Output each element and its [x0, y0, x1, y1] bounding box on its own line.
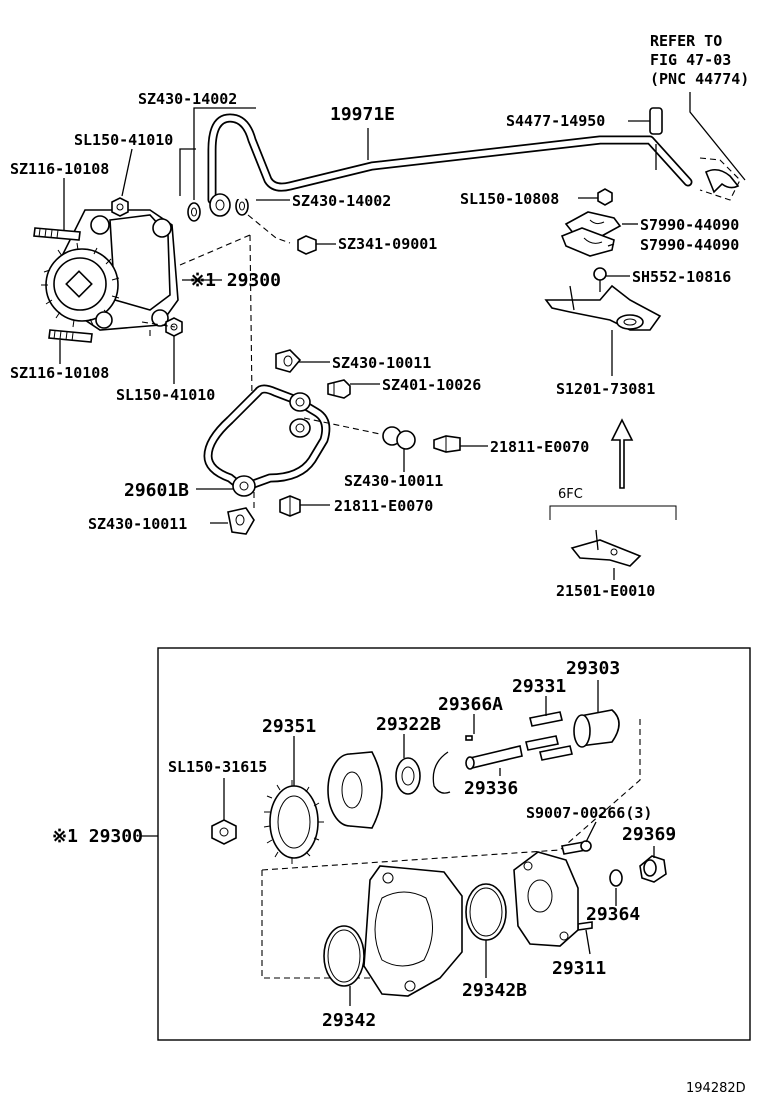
- label-29351: 29351: [262, 716, 316, 737]
- label-29342b: 29342B: [462, 980, 527, 1001]
- label-sh552-10816: SH552-10816: [632, 268, 731, 286]
- label-sl150-41010-top: SL150-41010: [74, 131, 173, 149]
- snap-ring: [432, 751, 451, 794]
- gasket-top-right: [235, 196, 249, 216]
- label-29369: 29369: [622, 824, 676, 845]
- label-s4477-14950: S4477-14950: [506, 112, 605, 130]
- gasket-oil-upper: [275, 349, 302, 373]
- label-sl150-10808: SL150-10808: [460, 190, 559, 208]
- small-o-ring: [609, 869, 623, 887]
- label-29336: 29336: [464, 778, 518, 799]
- label-sz341-09001: SZ341-09001: [338, 235, 437, 253]
- check-fitting: [639, 855, 667, 883]
- clamp-lower: [560, 227, 615, 257]
- stud-bottom: [48, 329, 93, 343]
- component-box: [157, 647, 751, 1041]
- label-s7990-44090-a: S7990-44090: [640, 216, 739, 234]
- label-29601b: 29601B: [124, 480, 189, 501]
- vanes: [525, 711, 573, 761]
- label-sl150-41010-bot: SL150-41010: [116, 386, 215, 404]
- bracket-bolt: [593, 267, 607, 292]
- label-29311: 29311: [552, 958, 606, 979]
- label-s7990-44090-b: S7990-44090: [640, 236, 739, 254]
- cover-bolt: [561, 840, 592, 855]
- gasket-top-left: [187, 202, 201, 222]
- label-sz430-10011-c: SZ430-10011: [88, 515, 187, 533]
- arrow-up-icon: [610, 418, 634, 489]
- label-21811-e0070-a: 21811-E0070: [490, 438, 589, 456]
- label-sz401-10026: SZ401-10026: [382, 376, 481, 394]
- bracket: [544, 284, 662, 331]
- label-29364: 29364: [586, 904, 640, 925]
- rotor: [573, 709, 620, 748]
- gasket-oil-lower: [227, 507, 255, 535]
- stud-top: [33, 227, 81, 241]
- shaft-nut: [211, 819, 237, 845]
- label-s9007-00266: S9007-00266(3): [526, 804, 652, 822]
- gasket-oil-right: [382, 426, 416, 450]
- nut-top: [111, 197, 129, 217]
- key: [465, 735, 473, 741]
- union-bolt-right: [433, 435, 461, 453]
- label-sz430-10011-b: SZ430-10011: [344, 472, 443, 490]
- small-nut: [597, 188, 613, 206]
- label-21811-e0070-b: 21811-E0070: [334, 497, 433, 515]
- label-sl150-31615: SL150-31615: [168, 758, 267, 776]
- label-sz430-14002-mid: SZ430-14002: [292, 192, 391, 210]
- bearing-housing: [327, 751, 383, 829]
- pump-housing: [363, 865, 463, 997]
- label-29303: 29303: [566, 658, 620, 679]
- bearing: [395, 757, 421, 795]
- vacuum-pump-assembly: [41, 209, 179, 331]
- label-29331: 29331: [512, 676, 566, 697]
- label-29366a: 29366A: [438, 694, 503, 715]
- union-bolt-upper: [327, 379, 351, 399]
- vacuum-tube: [207, 113, 693, 217]
- drive-gear: [263, 780, 324, 864]
- refer-to-fig-label: FIG 47-03: [650, 51, 731, 69]
- label-19971e: 19971E: [330, 104, 395, 125]
- label-sz430-14002-top: SZ430-14002: [138, 90, 237, 108]
- label-sz116-10108-bot: SZ116-10108: [10, 364, 109, 382]
- label-21501-e0010: 21501-E0010: [556, 582, 655, 600]
- hose-end: [699, 157, 741, 201]
- sleeve: [649, 107, 663, 135]
- oil-pipe: [203, 384, 331, 497]
- refer-to-label: REFER TO: [650, 32, 722, 50]
- union-bolt-lower: [279, 495, 301, 517]
- label-29300-box: ※1 29300: [52, 826, 143, 847]
- check-valve-bolt: [297, 235, 317, 255]
- large-o-ring: [465, 883, 507, 941]
- label-29300-top: ※1 29300: [190, 270, 281, 291]
- bracket-6fc: [570, 529, 642, 567]
- label-29322b: 29322B: [376, 714, 441, 735]
- label-6fc: 6FC: [558, 487, 583, 502]
- label-sz430-10011-a: SZ430-10011: [332, 354, 431, 372]
- rotor-shaft: [465, 745, 523, 770]
- label-29342: 29342: [322, 1010, 376, 1031]
- label-sz116-10108-top: SZ116-10108: [10, 160, 109, 178]
- pump-end-cover: [513, 851, 579, 947]
- figure-id: 194282D: [686, 1081, 746, 1096]
- housing-o-ring: [323, 925, 365, 987]
- label-s1201-73081: S1201-73081: [556, 380, 655, 398]
- refer-to-pnc-label: (PNC 44774): [650, 70, 749, 88]
